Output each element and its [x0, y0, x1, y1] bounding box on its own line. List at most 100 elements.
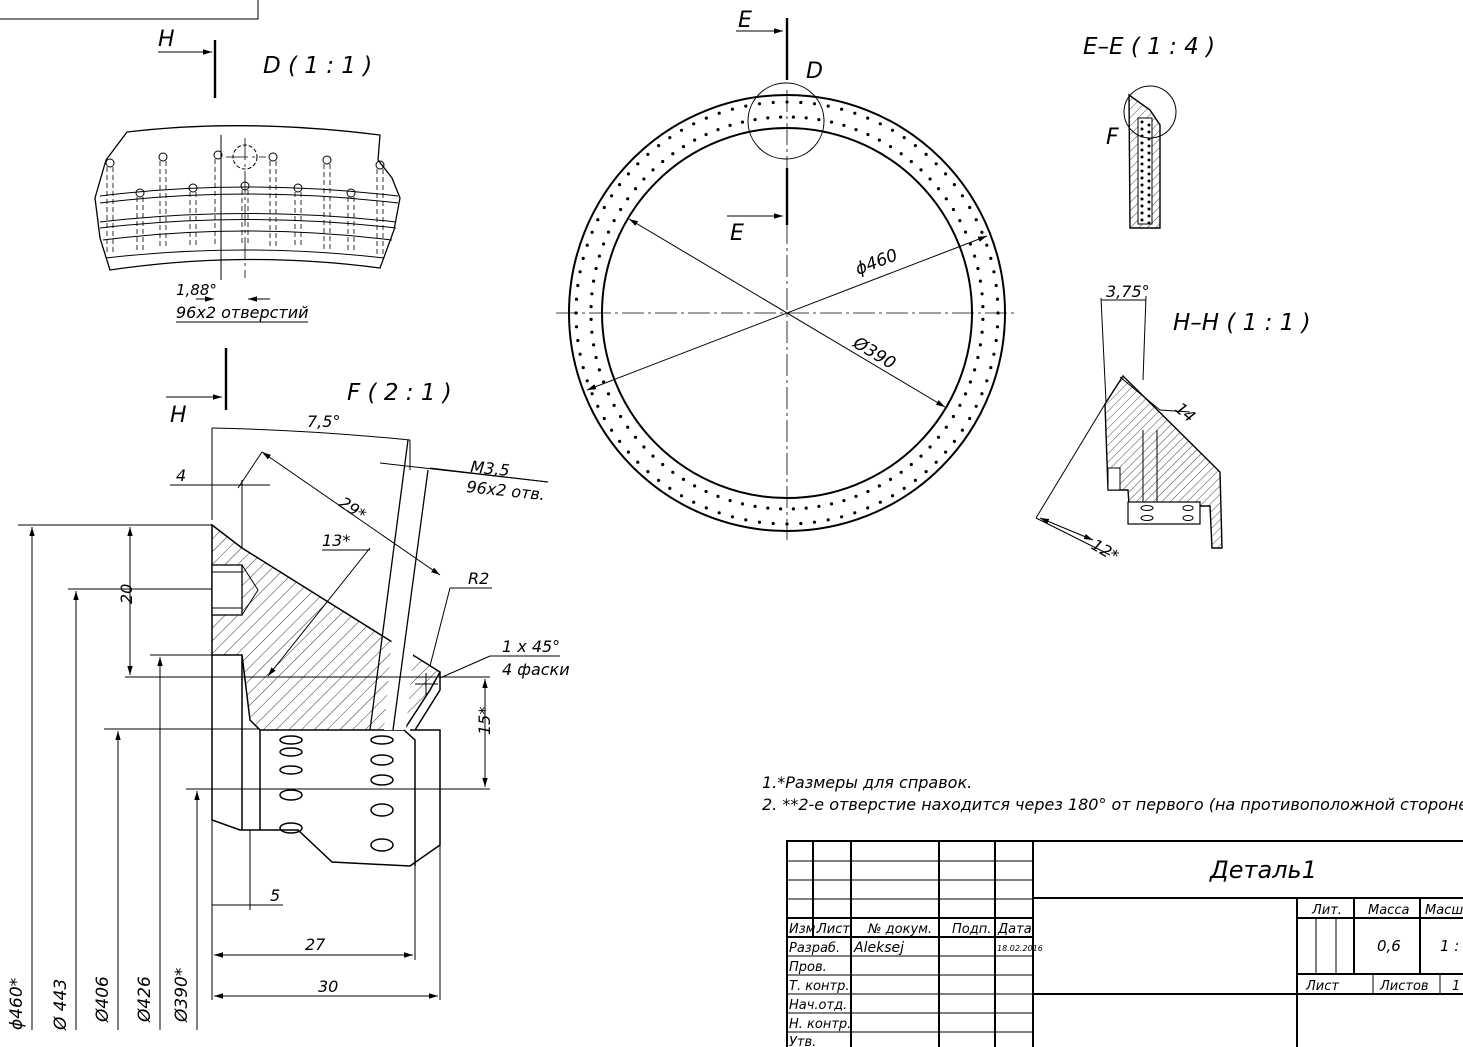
- ring-hole: [671, 152, 675, 156]
- drawing-label: Изм.: [789, 922, 820, 937]
- drawing-label: Лист: [816, 922, 850, 937]
- ring-hole: [817, 504, 821, 508]
- ring-hole: [936, 435, 941, 439]
- ring-hole: [791, 507, 796, 511]
- drawing-label: Масса: [1368, 903, 1409, 918]
- ring-hole: [877, 138, 882, 142]
- ring-hole: [919, 454, 923, 458]
- drawing-label: Ø390*: [172, 968, 192, 1023]
- ring-hole: [866, 116, 870, 120]
- ring-hole: [716, 494, 720, 498]
- ring-hole: [661, 462, 665, 467]
- ring-hole: [590, 330, 594, 334]
- ring-hole: [757, 520, 762, 524]
- view-d-hole-top: [322, 155, 332, 165]
- ring-hole: [704, 132, 708, 137]
- ring-hole: [878, 500, 882, 504]
- ring-hole: [934, 162, 938, 166]
- ring-hole: [576, 283, 580, 288]
- ring-hole: [646, 470, 650, 474]
- ring-hole: [913, 144, 918, 148]
- drawing-label: M3,5: [470, 457, 511, 480]
- section-ee-hole: [1140, 183, 1144, 187]
- view-d-hole-bottom: [293, 183, 303, 193]
- drawing-label: Т. контр.: [789, 979, 849, 994]
- section-ee-hole: [1147, 179, 1151, 183]
- section-ee-hole: [1147, 158, 1151, 162]
- section-ee-hole: [1140, 141, 1144, 145]
- ring-hole: [590, 392, 594, 396]
- ring-hole: [976, 266, 980, 271]
- section-ee-hole: [1147, 221, 1151, 225]
- ring-hole: [740, 502, 745, 506]
- view-d-hole-bottom: [188, 183, 198, 193]
- view-d-label: D ( 1 : 1 ): [263, 53, 372, 79]
- drawing-label: 7,5°: [307, 412, 340, 431]
- ring-hole: [602, 416, 606, 421]
- ring-hole: [578, 352, 582, 356]
- ring-hole: [646, 152, 650, 156]
- ring-hole: [994, 338, 998, 343]
- ring-hole: [899, 152, 903, 156]
- drawing-label: 13*: [322, 531, 350, 550]
- ring-hole: [679, 128, 684, 132]
- ring-hole: [766, 116, 770, 120]
- drawing-label: Масштаб: [1425, 903, 1463, 918]
- cut-marker-h-bottom: H: [166, 348, 228, 428]
- ring-hole: [842, 499, 846, 503]
- ring-hole: [934, 460, 938, 464]
- title-block: Деталь1 Изм. Лист № докум. Подп. Дата Ра…: [786, 840, 1463, 1047]
- view-f-hole: [370, 774, 394, 786]
- ring-hole: [853, 111, 857, 115]
- drawing-label: Листов: [1379, 979, 1429, 994]
- drawing-label: 1 : 4: [1440, 937, 1463, 955]
- ring-hole: [994, 283, 998, 288]
- ring-hole: [985, 243, 989, 247]
- ring-hole: [610, 194, 614, 198]
- view-d-hole-top: [105, 158, 115, 168]
- view-d-holes: 96x2 отверстий: [176, 303, 309, 322]
- view-f-hole: [279, 822, 303, 834]
- section-ee-hole: [1140, 204, 1144, 208]
- view-f-hole: [279, 735, 303, 745]
- ring-hole: [602, 242, 606, 246]
- ring-hole: [899, 470, 903, 474]
- drawing-label: 14: [1171, 399, 1199, 427]
- ring-hole: [989, 256, 993, 260]
- ring-hole: [866, 489, 870, 494]
- section-ee-hole: [1140, 148, 1144, 152]
- ring-hole: [597, 254, 602, 258]
- ring-hole: [633, 435, 638, 439]
- drawing-label: ϕ460*: [7, 978, 27, 1030]
- section-ee-hole: [1147, 186, 1151, 190]
- ring-hole: [668, 486, 672, 490]
- drawing-label: Н. контр.: [789, 1017, 851, 1032]
- ring-hole: [693, 484, 697, 488]
- ring-hole: [888, 145, 893, 149]
- section-ee-hole: [1140, 176, 1144, 180]
- ring-hole: [902, 136, 906, 140]
- ring-hole: [619, 414, 623, 419]
- drawing-label: Лист: [1305, 979, 1339, 994]
- drawing-label: 4: [176, 466, 186, 485]
- section-ee-hole: [1147, 214, 1151, 218]
- view-d-hole-top: [213, 150, 223, 160]
- section-hh: H–H ( 1 : 1 ) 3,75° 14 12*: [1035, 282, 1311, 566]
- ring-hole: [619, 207, 623, 212]
- ring-hole: [890, 494, 895, 498]
- section-ee: E–E ( 1 : 4 ) F: [1083, 34, 1215, 229]
- ring-hole: [804, 116, 808, 120]
- ring-hole: [958, 403, 962, 407]
- drawing-label: Ø406: [93, 976, 113, 1023]
- drawing-label: Разраб.: [789, 941, 840, 956]
- ring-hole: [804, 506, 808, 510]
- drawing-label: Aleksej: [853, 940, 904, 956]
- ring-hole: [974, 404, 978, 408]
- drawing-label: 27: [305, 935, 326, 954]
- notes: 1.*Размеры для справок. 2. **2-е отверст…: [762, 773, 1463, 814]
- section-ee-hole: [1140, 190, 1144, 194]
- ring-hole: [661, 159, 665, 164]
- ring-hole: [740, 120, 745, 124]
- ring-hole: [657, 144, 661, 148]
- drawing-label: H: [170, 403, 187, 428]
